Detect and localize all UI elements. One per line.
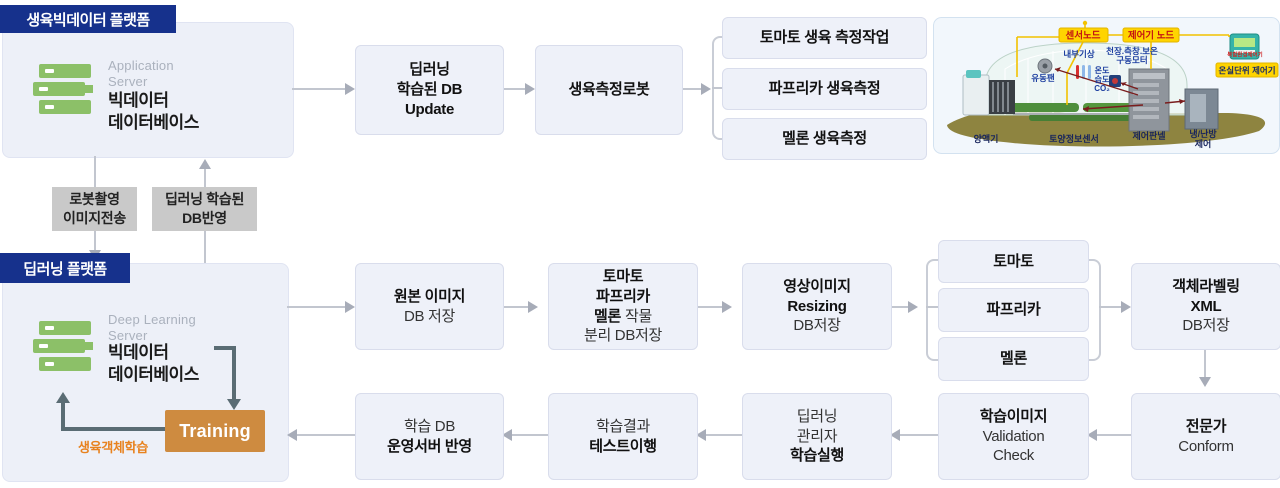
- flow-box-labeling-xml: 객체라벨링 XML DB저장: [1131, 263, 1280, 350]
- photo-label-humidity: 습도: [1095, 74, 1110, 84]
- crop-box-melon: 멜론: [938, 337, 1089, 381]
- arrow-left-icon: [1087, 429, 1097, 441]
- photo-label-inner-weather: 내부기상: [1063, 49, 1094, 59]
- connector-line: [712, 87, 722, 89]
- arrow-right-icon: [528, 301, 538, 313]
- connector-line: [502, 88, 526, 90]
- greenhouse-photo: 센서노드 제어기 노드 온실단위 제어기 복합환경제어기 내부기상 천장.측창.…: [933, 17, 1280, 154]
- arrow-right-icon: [525, 83, 535, 95]
- arrow-left-icon: [502, 429, 512, 441]
- photo-label-temp: 온도: [1095, 66, 1110, 75]
- photo-label-control-panel: 제어판넬: [1132, 130, 1165, 141]
- photo-label-hvac2: 제어: [1195, 138, 1212, 149]
- connector-line: [502, 306, 529, 308]
- photo-label-fan: 유동팬: [1031, 73, 1055, 83]
- flow-box-robot: 생육측정로봇: [535, 45, 683, 135]
- connector-line: [1204, 348, 1206, 378]
- arrow-right-icon: [1121, 301, 1131, 313]
- photo-label-motor1: 천장.측창.보온: [1106, 46, 1158, 56]
- flow-box-resizing: 영상이미지 Resizing DB저장: [742, 263, 892, 350]
- bracket-connector: [1089, 259, 1101, 361]
- connector-line: [900, 434, 938, 436]
- connector-line: [287, 306, 345, 308]
- crop-box-tomato: 토마토: [938, 240, 1089, 283]
- connector-line: [297, 434, 355, 436]
- server-stack-icon: [33, 64, 93, 114]
- training-box: Training: [165, 410, 265, 452]
- task-box-melon: 멜론 생육측정: [722, 118, 927, 160]
- flow-box-original-image: 원본 이미지 DB 저장: [355, 263, 504, 350]
- arrow-right-icon: [908, 301, 918, 313]
- connector-line: [681, 88, 702, 90]
- flow-box-expert-conform: 전문가 Conform: [1131, 393, 1280, 480]
- connector-line: [706, 434, 742, 436]
- training-connector: [214, 346, 236, 350]
- photo-label-soil-sensor: 토양정보센서: [1049, 133, 1099, 144]
- arrow-left-icon: [287, 429, 297, 441]
- task-box-tomato: 토마토 생육 측정작업: [722, 17, 927, 59]
- arrow-down-icon: [1199, 377, 1211, 387]
- server-stack-icon: [33, 321, 93, 371]
- photo-label-sensor-node: 센서노드: [1066, 30, 1101, 42]
- connector-line: [696, 306, 723, 308]
- arrow-right-icon: [345, 301, 355, 313]
- flow-box-deploy-db: 학습 DB 운영서버 반영: [355, 393, 504, 480]
- flow-box-db-update: 딥러닝 학습된 DB Update: [355, 45, 504, 135]
- flow-box-crop-separate: 토마토 파프리카 멜론 작물 분리 DB저장: [548, 263, 698, 350]
- training-connector: [61, 403, 65, 431]
- flow-box-admin-train: 딥러닝 관리자 학습실행: [742, 393, 892, 480]
- connector-line: [1097, 434, 1131, 436]
- connector-line: [890, 306, 909, 308]
- task-box-paprika: 파프리카 생육측정: [722, 68, 927, 110]
- badge-label: 딥러닝 플랫폼: [23, 260, 107, 278]
- badge-label: 생육빅데이터 플랫폼: [26, 11, 150, 29]
- photo-label-co2: CO₂: [1094, 84, 1110, 93]
- connector-line: [292, 88, 345, 90]
- flow-box-validation-check: 학습이미지 Validation Check: [938, 393, 1089, 480]
- arrow-up-icon: [56, 392, 70, 403]
- flow-box-test-result: 학습결과 테스트이행: [548, 393, 698, 480]
- bracket-connector: [926, 259, 938, 361]
- training-note-label: 생육객체학습: [78, 440, 148, 455]
- training-connector: [232, 346, 236, 400]
- growth-bigdata-platform-badge: 생육빅데이터 플랫폼: [0, 5, 176, 33]
- photo-label-motor2: 구동모터: [1116, 55, 1147, 65]
- photo-label-unit-controller: 온실단위 제어기: [1218, 66, 1275, 76]
- photo-label-hvac1: 냉/난방: [1189, 128, 1217, 139]
- training-connector: [61, 427, 165, 431]
- photo-label-controller-node: 제어기 노드: [1128, 30, 1175, 42]
- arrow-right-icon: [701, 83, 711, 95]
- arrow-left-icon: [890, 429, 900, 441]
- arrow-down-icon: [227, 399, 241, 410]
- arrow-up-icon: [199, 159, 211, 169]
- arrow-right-icon: [345, 83, 355, 95]
- crop-box-paprika: 파프리카: [938, 288, 1089, 332]
- arrow-left-icon: [696, 429, 706, 441]
- deep-learning-platform-badge: 딥러닝 플랫폼: [0, 253, 130, 283]
- arrow-right-icon: [722, 301, 732, 313]
- connector-line: [1099, 306, 1122, 308]
- photo-label-nutrient: 양액기: [974, 133, 999, 144]
- connector-line: [926, 306, 938, 308]
- photo-label-device: 복합환경제어기: [1227, 51, 1262, 59]
- connector-line: [512, 434, 548, 436]
